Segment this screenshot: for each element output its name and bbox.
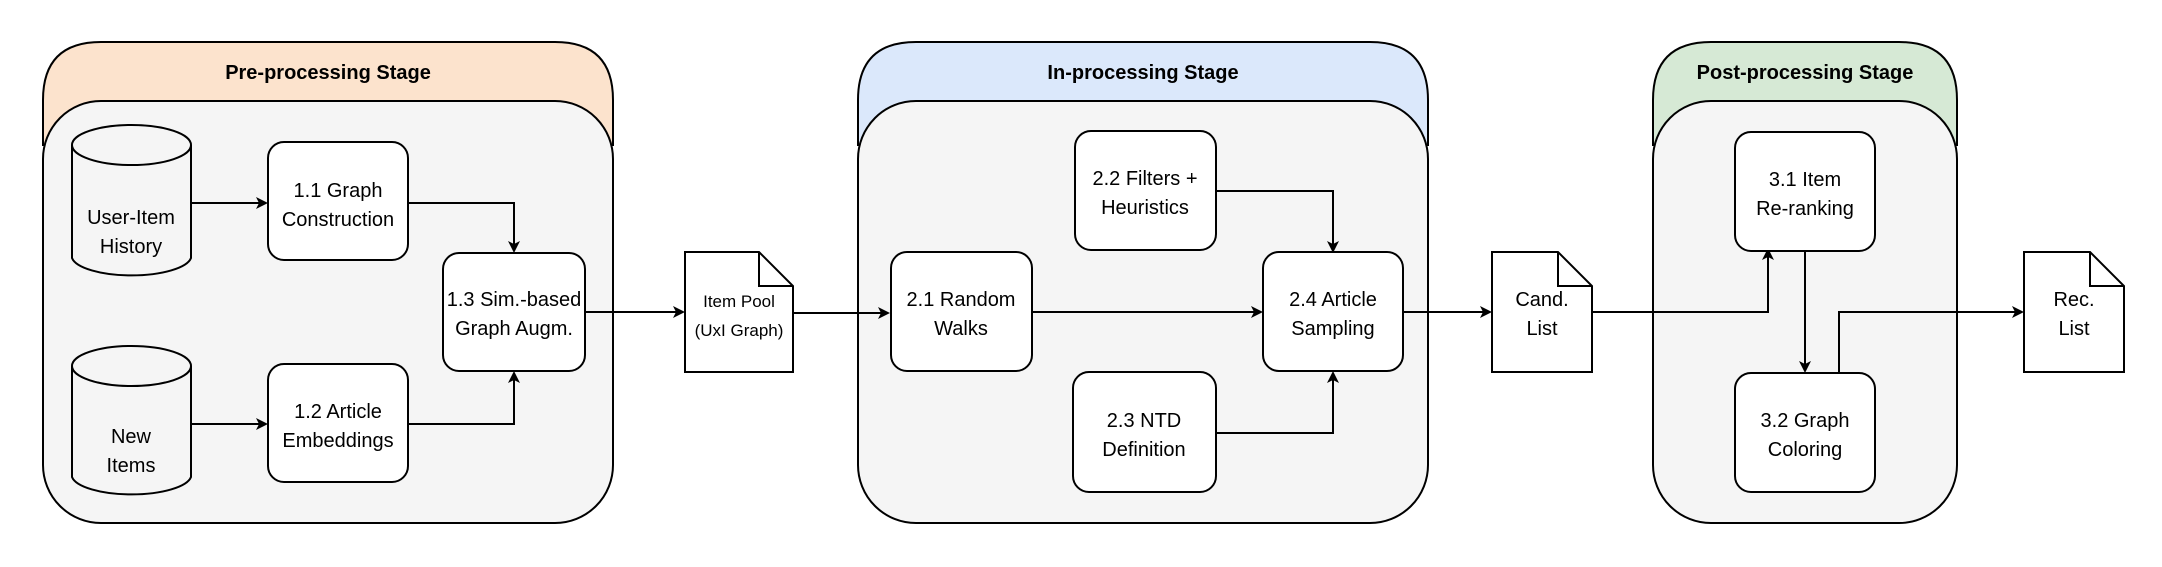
node-label: List: [2058, 318, 2090, 340]
node-1-3-graph-augmentation: 1.3 Sim.-based Graph Augm.: [442, 252, 586, 372]
edge-3-2-to-rec-list: [1838, 306, 2024, 373]
node-3-2-graph-coloring: 3.2 Graph Coloring: [1734, 372, 1876, 493]
node-label: Rec.: [2053, 289, 2094, 311]
item-pool-document: Item Pool (UxI Graph): [684, 251, 794, 373]
node-label: History: [100, 236, 162, 258]
node-1-1-graph-construction: 1.1 Graph Construction: [267, 141, 409, 261]
edge-2-2-to-2-4: [1216, 190, 1339, 253]
node-label: Cand.: [1515, 289, 1568, 311]
node-label: Heuristics: [1101, 197, 1189, 219]
node-label: 3.2 Graph: [1761, 410, 1850, 432]
node-label: Item Pool: [703, 292, 775, 311]
node-label: 2.3 NTD: [1107, 410, 1181, 432]
cand-list-document: Cand. List: [1491, 251, 1593, 373]
node-1-2-article-embeddings: 1.2 Article Embeddings: [267, 363, 409, 483]
edge-1-1-to-1-3: [408, 202, 520, 253]
node-label: User-Item: [87, 207, 175, 229]
stage-title: Post-processing Stage: [1697, 62, 1914, 84]
node-label: Graph Augm.: [455, 318, 573, 340]
node-label: Re-ranking: [1756, 198, 1854, 220]
node-label: Coloring: [1768, 439, 1842, 461]
node-label: Walks: [934, 318, 988, 340]
node-label: 1.3 Sim.-based: [447, 289, 582, 311]
node-label: Construction: [282, 209, 394, 231]
node-2-4-article-sampling: 2.4 Article Sampling: [1262, 251, 1404, 372]
node-label: Embeddings: [282, 430, 393, 452]
node-label: 2.4 Article: [1289, 289, 1377, 311]
rec-list-document: Rec. List: [2023, 251, 2125, 373]
node-label: 1.2 Article: [294, 401, 382, 423]
node-label: (UxI Graph): [695, 321, 784, 340]
new-items-cylinder: New Items: [71, 345, 192, 496]
node-2-2-filters-heuristics: 2.2 Filters + Heuristics: [1074, 130, 1217, 251]
stage-title: In-processing Stage: [1047, 62, 1238, 84]
node-label: 3.1 Item: [1769, 169, 1841, 191]
node-label: 1.1 Graph: [294, 180, 383, 202]
node-2-1-random-walks: 2.1 Random Walks: [890, 251, 1033, 372]
node-label: 2.1 Random: [907, 289, 1016, 311]
edge-2-3-to-2-4: [1216, 371, 1339, 434]
node-label: New: [111, 426, 152, 448]
node-label: Sampling: [1291, 318, 1374, 340]
node-2-3-ntd-definition: 2.3 NTD Definition: [1072, 371, 1217, 493]
edges: [191, 190, 2024, 434]
node-label: Items: [107, 455, 156, 477]
node-label: List: [1526, 318, 1558, 340]
edge-1-2-to-1-3: [408, 371, 520, 425]
node-3-1-item-reranking: 3.1 Item Re-ranking: [1734, 131, 1876, 252]
edge-cand-list-to-3-1: [1593, 248, 1774, 313]
node-label: Definition: [1102, 439, 1185, 461]
user-item-history-cylinder: User-Item History: [71, 124, 192, 277]
node-label: 2.2 Filters +: [1092, 168, 1197, 190]
stage-title: Pre-processing Stage: [225, 62, 431, 84]
